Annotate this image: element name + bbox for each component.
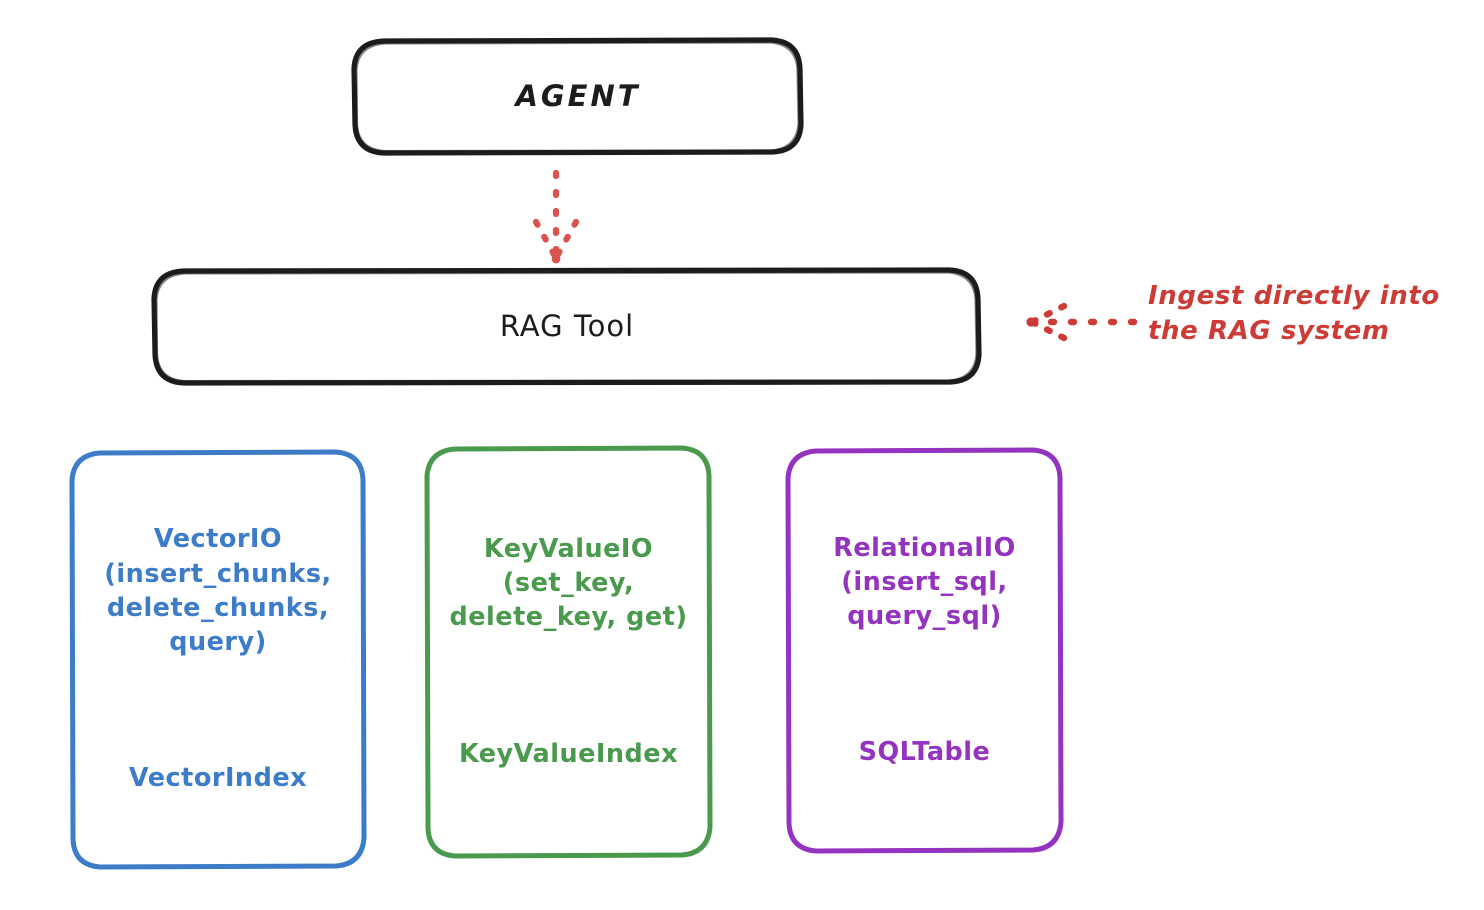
ingest-annotation: Ingest directly into the RAG system bbox=[1148, 281, 1440, 346]
relational-io-label: RelationalIO (insert_sql, query_sql) SQL… bbox=[789, 450, 1060, 850]
relational-io-api-label: RelationalIO (insert_sql, query_sql) bbox=[833, 532, 1016, 631]
rag-tool-label: RAG Tool bbox=[499, 309, 635, 344]
vector-io-index-label: VectorIndex bbox=[128, 763, 308, 794]
ingest-arrow bbox=[1026, 302, 1138, 342]
vector-io-spacer bbox=[104, 693, 331, 727]
key-value-io-spacer bbox=[450, 669, 688, 703]
key-value-io-api-label: KeyValueIO (set_key, delete_key, get) bbox=[449, 534, 688, 633]
relational-io-index-label: SQLTable bbox=[858, 737, 991, 768]
agent-label: AGENT bbox=[515, 79, 641, 114]
key-value-io-label: KeyValueIO (set_key, delete_key, get) Ke… bbox=[428, 448, 709, 855]
vector-io-label: VectorIO (insert_chunks, delete_chunks, … bbox=[73, 452, 363, 866]
relational-io-spacer bbox=[833, 667, 1016, 701]
agent-to-rag-arrow bbox=[532, 169, 580, 264]
vector-io-api-label: VectorIO (insert_chunks, delete_chunks, … bbox=[104, 524, 332, 657]
key-value-io-index-label: KeyValueIndex bbox=[458, 738, 679, 769]
